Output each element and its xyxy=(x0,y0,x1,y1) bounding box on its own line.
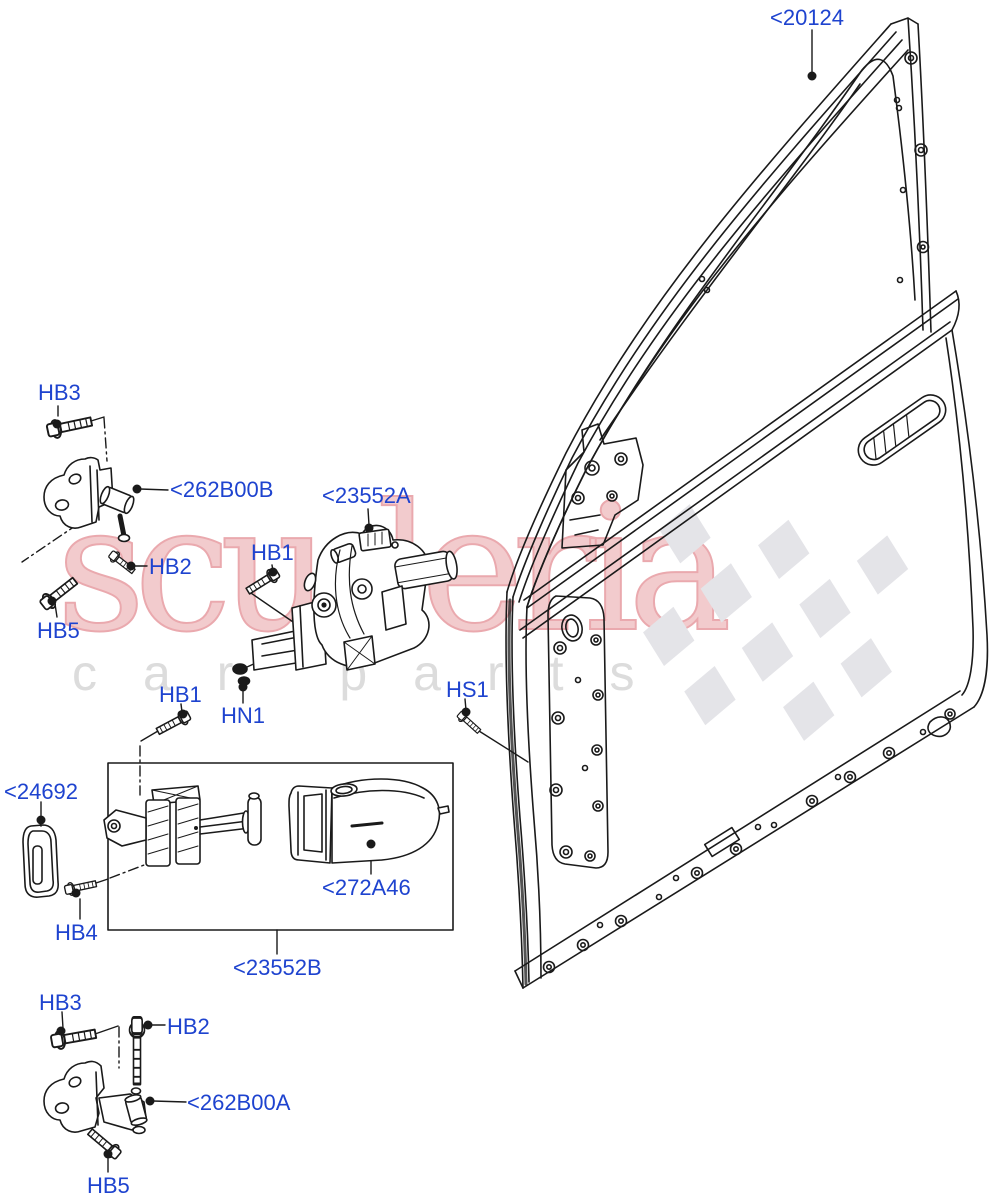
lower-hinge-part xyxy=(43,1060,148,1135)
window-regulator-bracket xyxy=(561,423,644,549)
door-handle-recess xyxy=(857,394,947,466)
part-label-hb2-top[interactable]: HB2 xyxy=(149,554,192,579)
part-label-262B00A[interactable]: <262B00A xyxy=(187,1090,291,1115)
part-label-262B00B[interactable]: <262B00B xyxy=(170,477,274,502)
grommet-part xyxy=(22,819,59,898)
part-label-20124[interactable]: <20124 xyxy=(770,5,845,30)
part-label-hb1-a[interactable]: HB1 xyxy=(251,540,294,565)
bolt-hb3-top xyxy=(44,411,95,441)
nut-hn1 xyxy=(232,663,251,686)
part-label-hn1[interactable]: HN1 xyxy=(221,703,266,728)
door-panel-drawing xyxy=(505,17,989,989)
part-label-hb3-bottom[interactable]: HB3 xyxy=(39,990,82,1015)
door-check-cover-part xyxy=(288,778,450,864)
part-label-hb4[interactable]: HB4 xyxy=(55,920,98,945)
part-label-hb2-bottom[interactable]: HB2 xyxy=(167,1014,210,1039)
part-label-23552B[interactable]: <23552B xyxy=(233,955,322,980)
part-label-272A46[interactable]: <272A46 xyxy=(322,875,411,900)
part-label-23552A[interactable]: <23552A xyxy=(322,483,411,508)
bolt-hb2-bottom xyxy=(128,1015,146,1086)
door-latch-part xyxy=(251,524,458,671)
part-label-hb1-b[interactable]: HB1 xyxy=(159,682,202,707)
bolt-hb5-top xyxy=(36,573,81,614)
door-check-part xyxy=(103,785,262,867)
label-anchor-dots xyxy=(36,71,817,1159)
part-label-hb5-bottom[interactable]: HB5 xyxy=(87,1173,130,1198)
door-inner-access-panel xyxy=(547,595,609,869)
upper-hinge-part xyxy=(43,456,135,543)
part-label-hs1[interactable]: HS1 xyxy=(446,677,489,702)
part-label-hb3-top[interactable]: HB3 xyxy=(38,380,81,405)
bolt-hb4 xyxy=(63,876,98,898)
part-label-24692[interactable]: <24692 xyxy=(4,779,79,804)
door-check-group-box xyxy=(107,762,454,931)
checkered-flag-watermark xyxy=(637,499,914,746)
part-label-hb5-top[interactable]: HB5 xyxy=(37,618,80,643)
